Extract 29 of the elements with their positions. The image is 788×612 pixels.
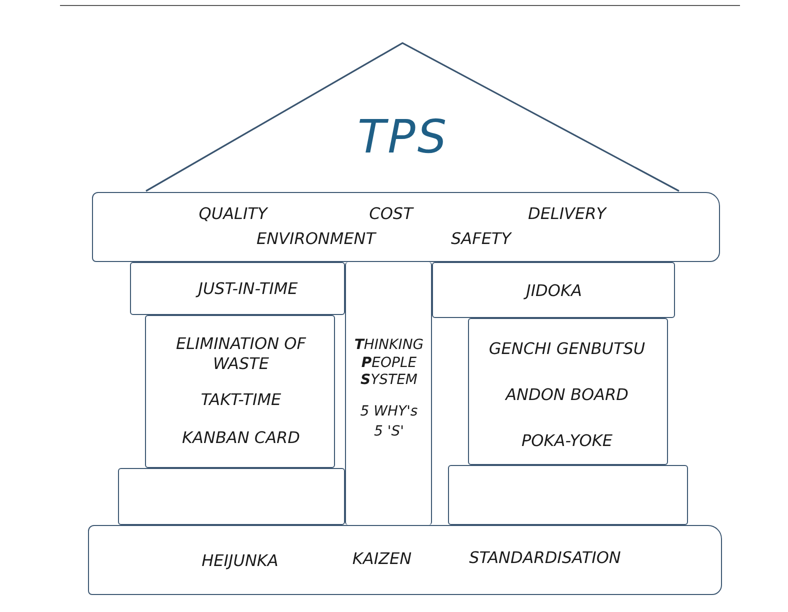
pillar-label: ANDON BOARD [506,385,628,405]
pillar-label: KAIZEN [352,549,412,569]
pillar-box [432,262,675,318]
pillar-label: 5 'S' [374,423,404,441]
empty-box [448,465,688,525]
pillar-label: KANBAN CARD [182,428,300,448]
empty-box [118,468,345,525]
pillar-label: GENCHI GENBUTSU [488,339,646,359]
pillar-box [145,315,335,468]
beam-box [88,525,722,595]
pillar-label: TAKT-TIME [200,390,282,410]
pillar-label: JUST-IN-TIME [198,279,298,299]
pillar-label: THINKING PEOPLE SYSTEM [353,336,425,390]
roof-title: TPS [357,108,449,166]
pillar-label: SAFETY [451,229,511,249]
pillar-label: STANDARDISATION [469,548,621,568]
pillar-box [130,262,345,315]
pillar-box [468,318,668,465]
pillar-label: HEIJUNKA [202,551,278,571]
pillar-label: 5 WHY's [360,403,418,421]
pillar-label: COST [369,204,413,224]
pillar-label: ELIMINATION OF WASTE [175,334,307,374]
pillar-label: JIDOKA [526,281,582,301]
pillar-label: QUALITY [198,204,268,224]
pillar-label: POKA-YOKE [522,431,612,451]
pillar-label: DELIVERY [528,204,606,224]
center-column [345,262,432,525]
beam-box [92,192,720,262]
pillar-label: ENVIRONMENT [256,229,376,249]
